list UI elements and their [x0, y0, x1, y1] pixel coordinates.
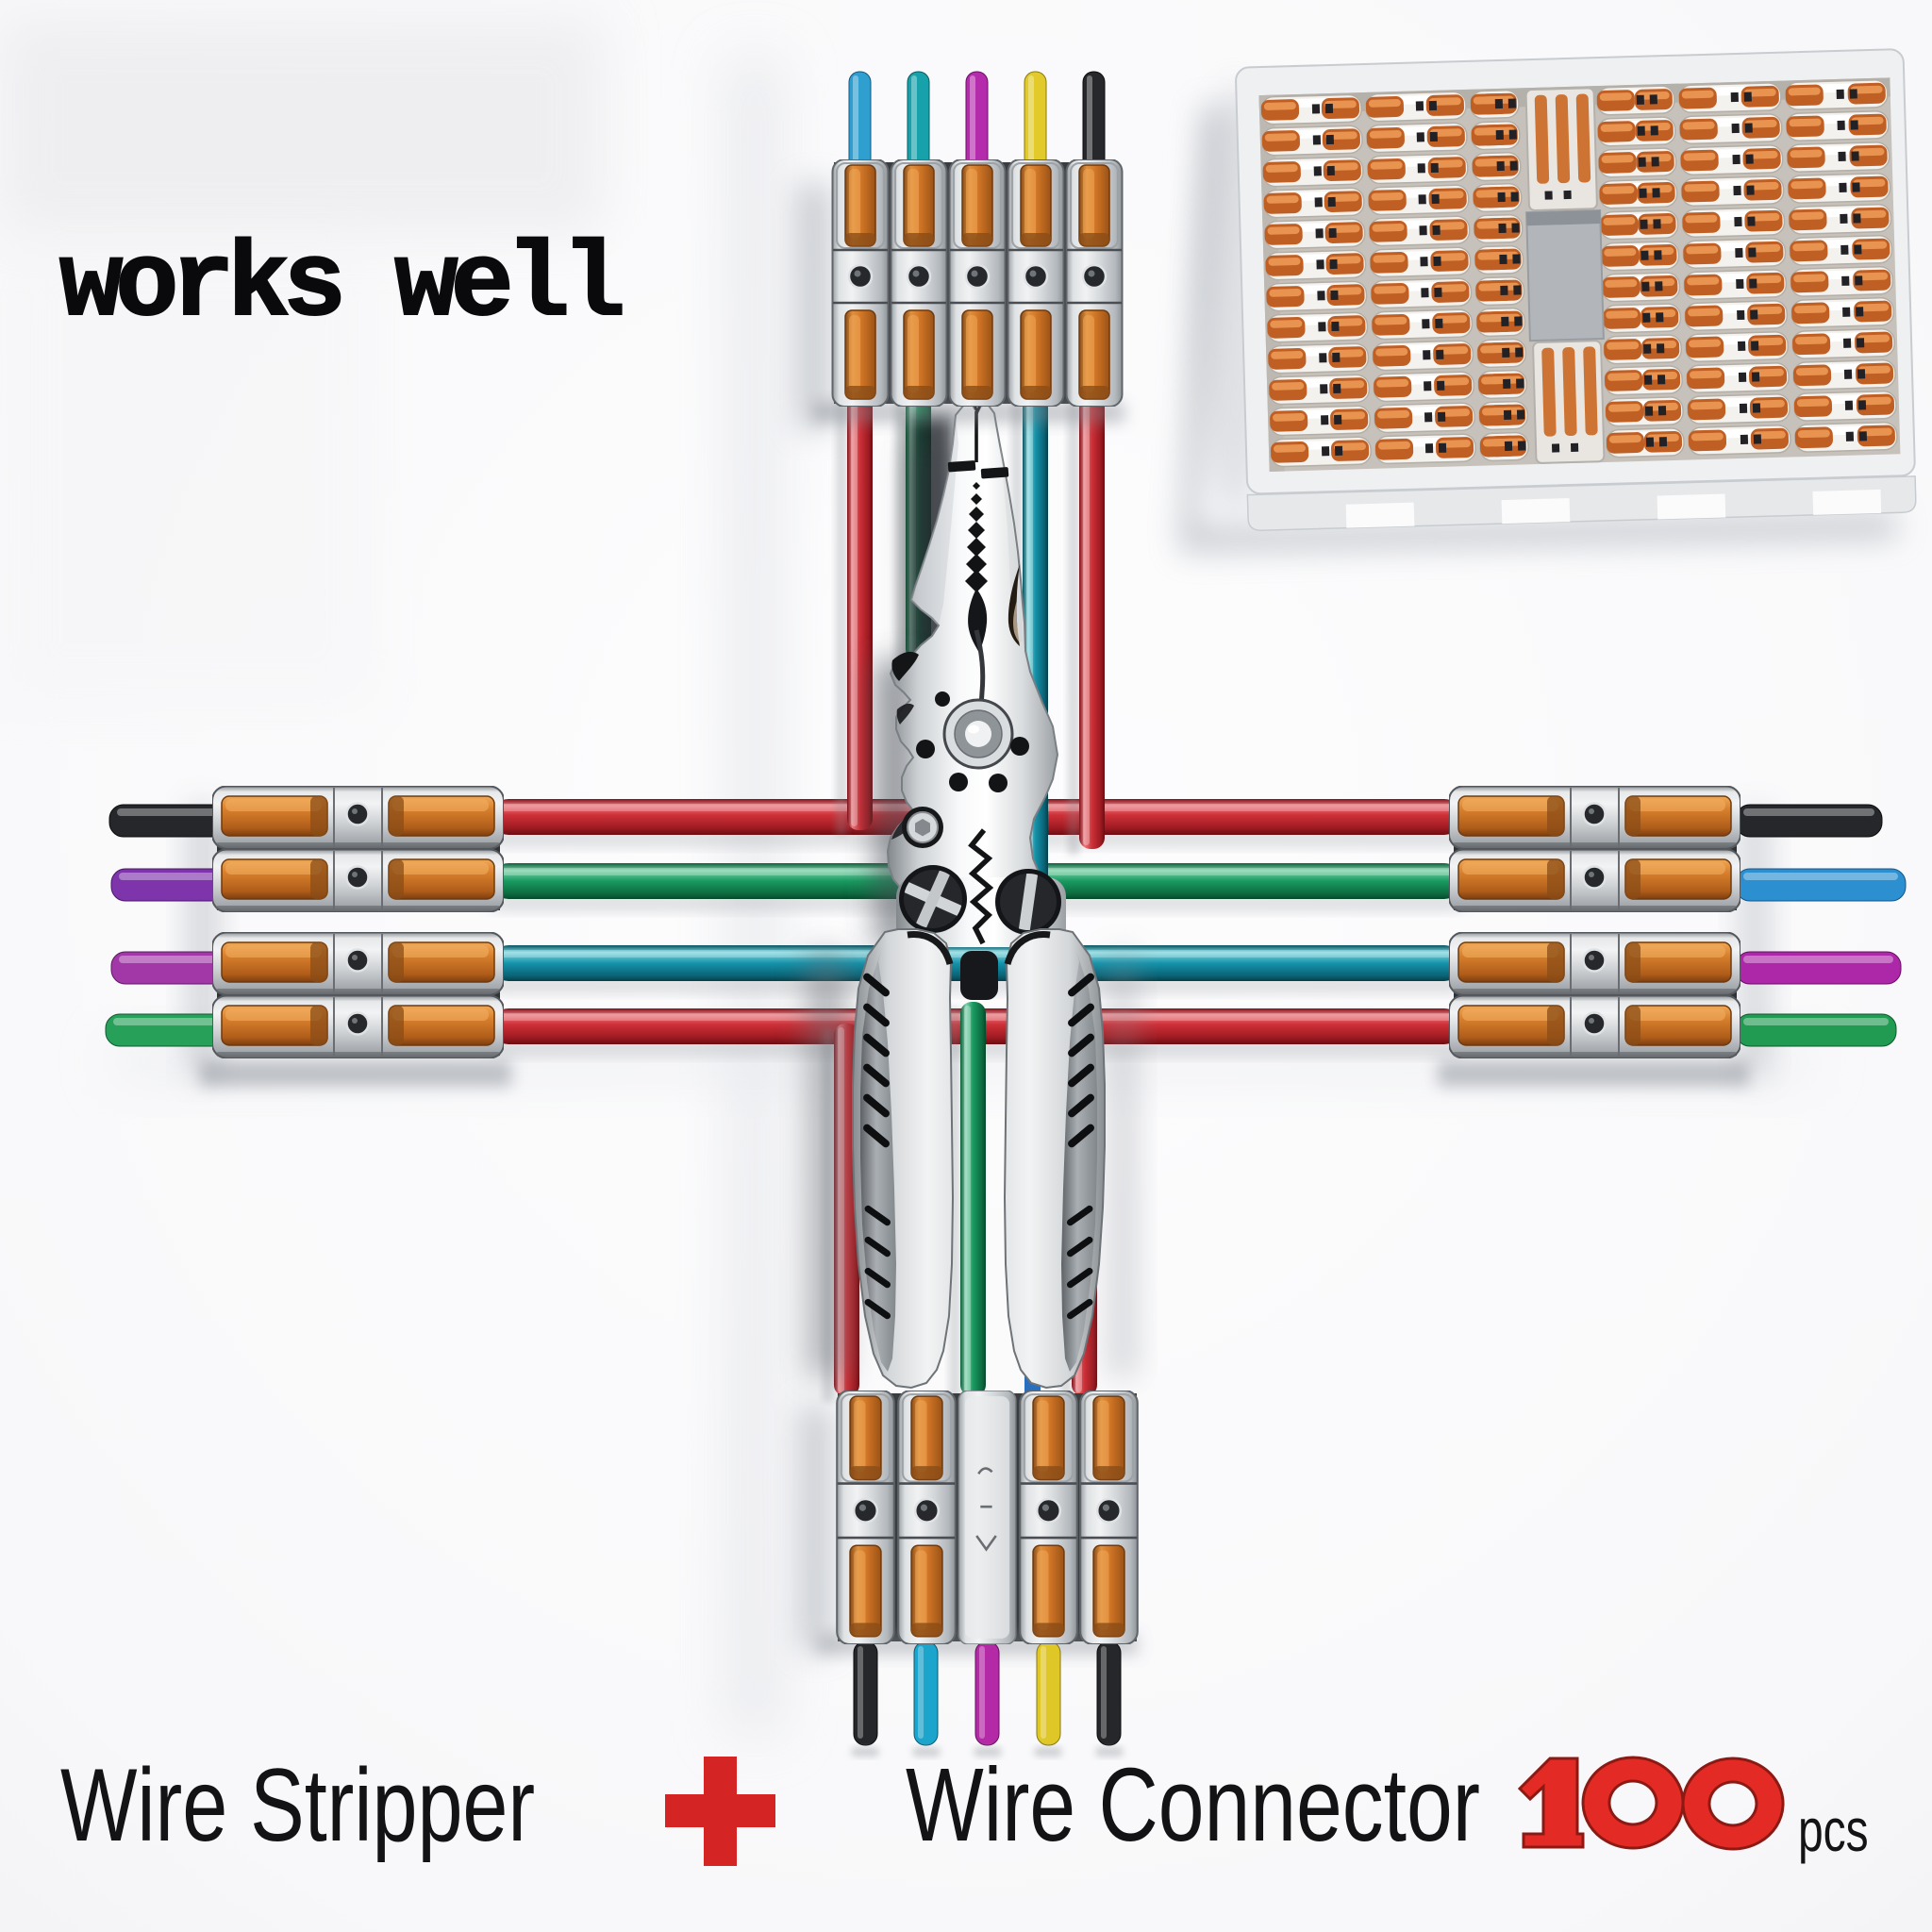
- svg-text:Wire Stripper: Wire Stripper: [60, 1746, 535, 1862]
- svg-text:pcs: pcs: [1798, 1796, 1869, 1863]
- svg-text:Wire Connector: Wire Connector: [906, 1748, 1480, 1864]
- svg-text:works well: works well: [59, 226, 622, 346]
